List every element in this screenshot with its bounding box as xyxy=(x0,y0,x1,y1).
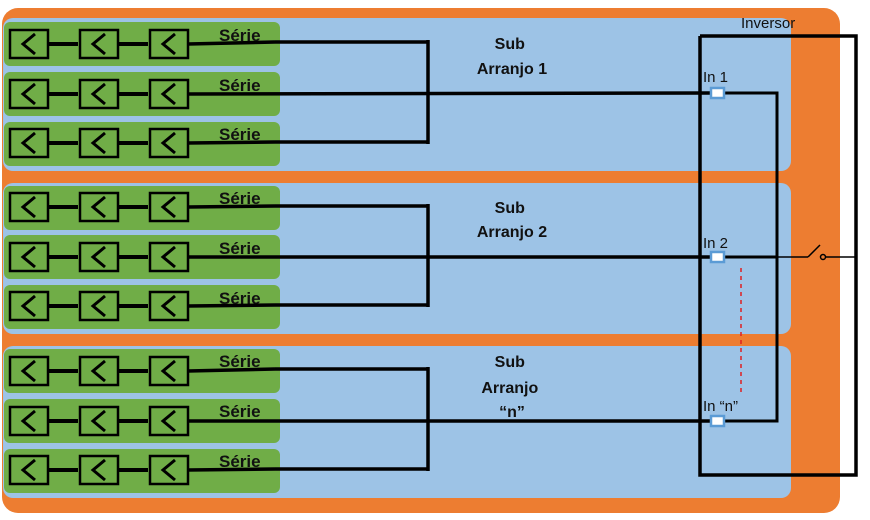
sub-array-label-line: Arranjo xyxy=(481,380,538,397)
sub-array-label-line: Sub xyxy=(495,354,525,371)
input-label: In 1 xyxy=(703,69,728,86)
sub-array-label: Sub Arranjo 1 xyxy=(477,36,547,78)
string-output-wire xyxy=(187,204,276,209)
pv-string-row: Série xyxy=(4,449,428,493)
pv-string-row: Série xyxy=(4,22,428,66)
pv-module-icon xyxy=(78,78,120,110)
pv-module-icon xyxy=(148,355,190,387)
pv-module-icon xyxy=(8,405,50,437)
string-label: Série xyxy=(219,402,261,421)
pv-module-icon xyxy=(78,405,120,437)
pv-module-icon xyxy=(148,405,190,437)
sub-array-label-line: “n” xyxy=(499,404,525,421)
pv-module-icon xyxy=(148,191,190,223)
pv-module-icon xyxy=(8,28,50,60)
pv-module-icon xyxy=(8,290,50,322)
sub-array-n: Sub Arranjo “n” Série Série xyxy=(3,346,791,498)
pv-module-icon xyxy=(8,454,50,486)
pv-string-row: Série xyxy=(4,235,710,279)
pv-module-icon xyxy=(78,355,120,387)
pv-module-icon xyxy=(78,127,120,159)
sub-array-2: Sub Arranjo 2 Série Série Série xyxy=(3,183,791,334)
pv-string-row: Série xyxy=(4,72,711,116)
pv-module-icon xyxy=(8,78,50,110)
sub-array-label-line: Sub xyxy=(495,36,525,53)
input-label: In “n” xyxy=(703,398,738,415)
sub-array-label: Sub Arranjo “n” xyxy=(481,354,542,421)
sub-array-label-line: Sub xyxy=(495,200,525,217)
string-label: Série xyxy=(219,125,261,144)
pv-module-icon xyxy=(148,454,190,486)
string-label: Série xyxy=(219,76,261,95)
pv-module-icon xyxy=(78,290,120,322)
pv-module-icon xyxy=(148,290,190,322)
string-label: Série xyxy=(219,289,261,308)
pv-module-icon xyxy=(78,454,120,486)
pv-module-icon xyxy=(8,191,50,223)
pv-module-icon xyxy=(148,241,190,273)
string-output-wire xyxy=(187,140,276,145)
sub-array-label: Sub Arranjo 2 xyxy=(477,200,547,241)
string-output-wire xyxy=(187,91,711,96)
switch-icon xyxy=(777,244,856,261)
string-output-wire xyxy=(187,367,276,373)
string-label: Série xyxy=(219,452,261,471)
input-terminal xyxy=(709,414,726,428)
pv-string-row: Série xyxy=(4,285,428,329)
pv-module-icon xyxy=(8,355,50,387)
string-label: Série xyxy=(219,26,261,45)
string-output-wire xyxy=(187,40,276,46)
input-label: In 2 xyxy=(703,235,728,252)
sub-array-label-line: Arranjo 2 xyxy=(477,224,547,241)
pv-module-icon xyxy=(148,78,190,110)
pv-module-icon xyxy=(148,127,190,159)
inverter-label: Inversor xyxy=(741,15,795,32)
sub-array-label-line: Arranjo 1 xyxy=(477,61,547,78)
pv-module-icon xyxy=(8,127,50,159)
input-terminal xyxy=(709,86,726,100)
input-terminal xyxy=(709,250,726,264)
sub-array-1: Sub Arranjo 1 Série Série Série xyxy=(3,18,791,171)
inverter-enclosure xyxy=(698,34,858,477)
pv-module-icon xyxy=(8,241,50,273)
string-label: Série xyxy=(219,352,261,371)
pv-module-icon xyxy=(78,191,120,223)
pv-module-icon xyxy=(148,28,190,60)
inverter: Inversor In 1 In 2 In “n” xyxy=(698,15,858,477)
pv-string-row: Série xyxy=(4,186,428,230)
string-output-wire xyxy=(187,303,276,308)
pv-module-icon xyxy=(78,241,120,273)
pv-string-row: Série xyxy=(4,399,710,443)
pv-string-row: Série xyxy=(4,122,428,166)
pv-module-icon xyxy=(78,28,120,60)
pv-string-row: Série xyxy=(4,349,428,393)
string-output-wire xyxy=(187,467,276,472)
string-label: Série xyxy=(219,189,261,208)
string-label: Série xyxy=(219,239,261,258)
